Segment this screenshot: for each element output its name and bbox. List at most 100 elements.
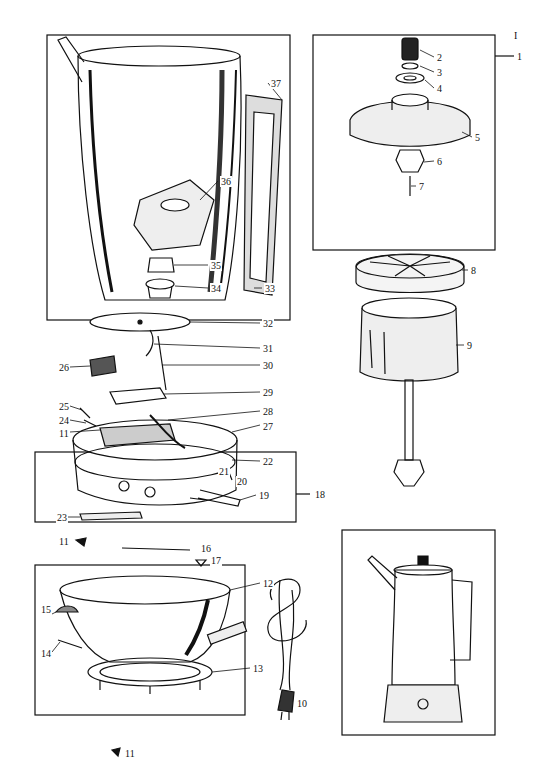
callout-number: 19 [258,490,270,501]
leader-lines [52,50,472,672]
leader-lines-stroke [68,517,80,518]
inner-parts [90,180,214,404]
callout-number: 17 [210,555,222,566]
inner-parts-stroke [90,313,190,331]
callout-number: 12 [262,578,274,589]
callout-number: 11 [58,536,70,547]
leader-lines-stroke [230,583,260,590]
spreader-basket-stroke [370,256,450,276]
callout-number: 30 [262,360,274,371]
basket-lid-parts-stroke [409,176,410,196]
callout-number: 15 [40,604,52,615]
base-bowl-stroke [56,606,78,612]
inner-parts-stroke [138,320,142,324]
callout-number: 1 [516,51,523,62]
leader-lines-stroke [254,288,262,289]
callout-number: 13 [252,663,264,674]
basket-lid-parts-stroke [404,76,416,80]
loose-fasteners-stroke [122,548,190,550]
callout-number: 11 [58,428,70,439]
leader-lines-stroke [200,181,218,200]
spreader-basket-stroke [356,255,464,293]
leader-lines-stroke [52,612,56,614]
callout-number: 25 [58,401,70,412]
callout-number: 35 [210,260,222,271]
power-cord [207,579,306,720]
group-boxes-stroke [47,35,290,320]
callout-number: 2 [436,52,443,63]
leader-lines-stroke [70,366,90,367]
spreader-basket-stroke [405,380,413,460]
base-bowl-stroke [58,640,82,648]
pot-body-stroke [58,37,84,82]
assembled-percolator-stroke [450,580,472,660]
base-bowl-stroke [60,590,230,662]
thermostat-base-stroke [80,512,142,520]
group-boxes-stroke [495,55,514,56]
inner-parts-stroke [90,356,116,376]
leader-lines-stroke [456,345,464,346]
callout-number: 32 [262,318,274,329]
leader-lines-stroke [70,430,100,432]
leader-lines-stroke [240,495,256,500]
pot-body [58,37,241,300]
spreader-basket-stroke [370,330,385,374]
pot-body-stroke [90,70,112,292]
callout-number: 16 [200,543,212,554]
spreader-basket-stroke [360,308,458,381]
leader-lines-stroke [425,80,434,88]
base-bowl-stroke [100,663,200,681]
group-boxes [35,35,514,735]
thermostat-base-stroke [190,490,240,506]
base-bowl-stroke [88,658,212,686]
assembled-percolator-stroke [418,556,428,565]
callout-number: 34 [210,283,222,294]
group-boxes-stroke [313,35,495,250]
basket-lid-parts-stroke [392,94,428,106]
leader-lines-stroke [175,286,208,288]
leader-lines-stroke [190,322,260,323]
callout-number: 3 [436,67,443,78]
leader-lines-stroke [232,460,260,461]
callout-number: 8 [470,265,477,276]
callout-number: 5 [474,132,481,143]
leader-lines-stroke [174,265,208,266]
callout-number: 29 [262,387,274,398]
pot-body-stroke [78,46,240,66]
leader-lines-stroke [70,420,86,423]
basket-lid-parts-stroke [396,73,424,83]
power-cord-stroke [279,580,294,690]
leader-lines-stroke [168,411,260,420]
inner-parts-stroke [146,330,153,356]
leader-lines-stroke [424,161,434,162]
leader-lines-stroke [420,50,434,57]
base-bowl-stroke [100,680,200,694]
basket-lid-parts-stroke [402,63,418,69]
callout-number: 31 [262,343,274,354]
handle [244,95,282,295]
callout-number: 26 [58,362,70,373]
callout-number: 22 [262,456,274,467]
leader-lines-stroke [154,344,260,348]
inner-parts-stroke [161,199,189,211]
basket-lid-parts-stroke [396,150,424,172]
callout-number: 27 [262,421,274,432]
group-boxes-stroke [342,530,495,735]
callout-number: 10 [296,698,308,709]
base-bowl-stroke [186,600,208,655]
leader-lines-stroke [70,406,82,410]
leader-lines-stroke [411,186,416,187]
leader-lines-stroke [420,66,434,72]
thermostat-base-stroke [145,487,155,497]
pot-body-stroke [78,56,241,300]
leader-lines-stroke [232,425,260,432]
callout-number: 23 [56,512,68,523]
power-cord-stroke [207,622,246,644]
basket-lid-parts [350,38,470,196]
leader-lines-stroke [462,132,472,137]
callout-number: 11 [124,748,136,759]
inner-parts-stroke [146,279,174,289]
leader-lines-stroke [52,642,60,652]
leader-lines-stroke [212,668,250,672]
assembled-percolator-stroke [368,556,397,590]
